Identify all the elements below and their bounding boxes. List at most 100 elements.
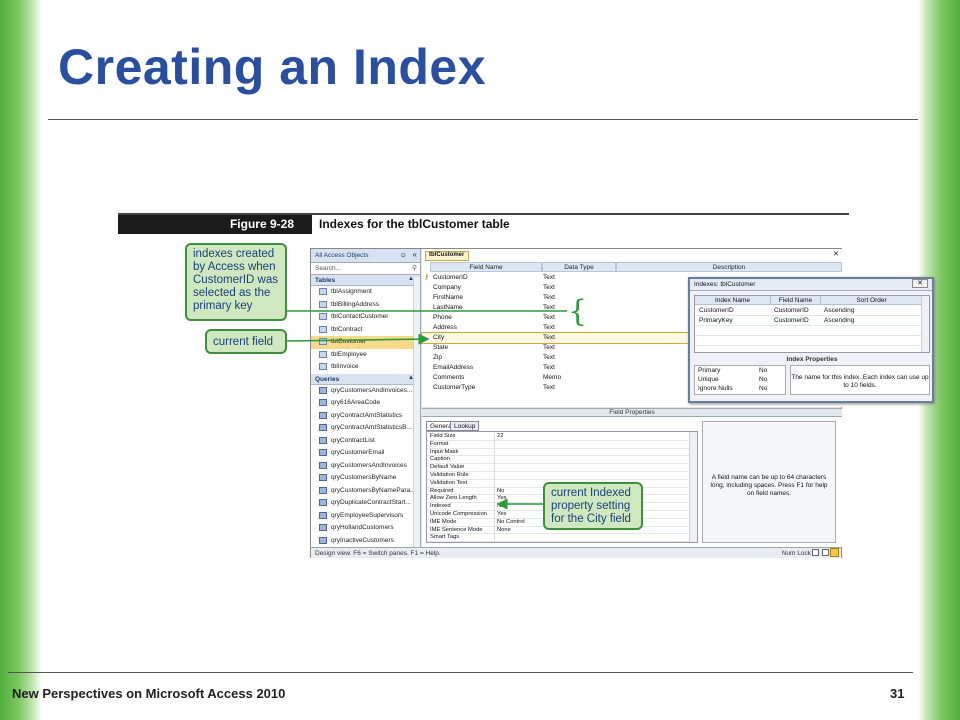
table-icon [319, 300, 327, 308]
property-row[interactable]: Validation Rule [427, 472, 689, 480]
collapse-pane-icon[interactable]: « [412, 250, 417, 259]
property-row[interactable]: Caption [427, 456, 689, 465]
query-icon [319, 436, 327, 444]
table-icon [319, 288, 327, 295]
query-icon [319, 536, 327, 544]
nav-item-query[interactable]: qryEmployeeSupervisors [311, 510, 420, 523]
close-icon[interactable]: ✕ [912, 279, 928, 288]
column-header-field-name: Field Name [771, 296, 821, 305]
nav-item-table[interactable]: tblAssignment [311, 286, 420, 299]
callout-indexes: indexes created by Access when CustomerI… [185, 243, 287, 321]
tables-group-label: Tables [315, 277, 336, 284]
tables-group-header[interactable]: Tables ▲ [311, 275, 420, 286]
index-properties-help: The name for this index. Each index can … [790, 365, 930, 395]
callout-indexed-property: current Indexed property setting for the… [543, 482, 643, 530]
collapse-group-icon[interactable]: ▲ [408, 276, 414, 282]
table-icon [319, 350, 327, 358]
tab-lookup[interactable]: Lookup [450, 421, 480, 431]
nav-pane-header[interactable]: All Access Objects ⊙ « [311, 249, 420, 263]
column-header-sort-order: Sort Order [821, 296, 923, 305]
index-row-empty[interactable] [695, 336, 923, 346]
pivot-view-icon[interactable] [822, 549, 829, 556]
nav-item-query[interactable]: qryCustomersAndInvoices [311, 460, 420, 473]
nav-item-query[interactable]: qryCustomersByNamePara... [311, 485, 420, 498]
query-icon [319, 386, 327, 394]
nav-scrollbar[interactable] [413, 277, 420, 547]
nav-item-query[interactable]: qryCustomersByName [311, 472, 420, 485]
primary-key-icon: ⚷ [424, 274, 430, 281]
title-divider [48, 119, 918, 120]
nav-item-query[interactable]: qryContractAmtStatisticsB... [311, 422, 420, 435]
callout-current-field: current field [205, 329, 287, 354]
nav-item-table[interactable]: tblContract [311, 324, 420, 337]
query-icon [319, 499, 327, 506]
nav-item-query[interactable]: qryContractAmtStatistics [311, 410, 420, 423]
queries-group-header[interactable]: Queries ▲ [311, 373, 420, 385]
column-header-index-name: Index Name [695, 296, 771, 305]
indexes-grid: Index Name Field Name Sort Order Custome… [694, 295, 930, 353]
field-properties-help: A field name can be up to 64 characters … [702, 421, 836, 543]
query-icon [319, 461, 327, 469]
indexes-dialog: Indexes: tblCustomer ✕ Index Name Field … [688, 277, 934, 403]
page-number: 31 [890, 686, 905, 701]
datasheet-view-icon[interactable] [812, 549, 819, 556]
chevron-down-icon[interactable]: ⊙ [400, 252, 406, 259]
query-icon [319, 474, 327, 481]
indexes-dialog-title: Indexes: tblCustomer [694, 281, 756, 288]
nav-item-query[interactable]: qryContractList [311, 435, 420, 448]
nav-item-table-selected[interactable]: tblCustomer [311, 336, 420, 349]
close-icon[interactable]: ✕ [833, 251, 839, 258]
indexes-dialog-titlebar[interactable]: Indexes: tblCustomer ✕ [690, 279, 932, 291]
nav-item-table[interactable]: tblContactCustomer [311, 311, 420, 324]
nav-item-table[interactable]: tblBillingAddress [311, 299, 420, 312]
design-view-icon[interactable] [830, 548, 839, 557]
nav-item-query[interactable]: qry616AreaCode [311, 397, 420, 410]
query-icon [319, 524, 327, 531]
property-row[interactable]: Smart Tags [427, 534, 689, 543]
nav-item-query[interactable]: qryCustomersAndInvoices... [311, 385, 420, 398]
query-icon [319, 424, 327, 431]
nav-search-box[interactable]: Search... ⚲ [311, 263, 420, 275]
figure-caption: Indexes for the tblCustomer table [319, 217, 510, 231]
nav-item-query[interactable]: qryInactiveCustomers [311, 535, 420, 548]
collapse-group-icon[interactable]: ▲ [408, 374, 414, 381]
nav-item-query[interactable]: qryHollandCustomers [311, 522, 420, 535]
properties-scrollbar[interactable] [689, 432, 697, 542]
indexes-scrollbar[interactable] [921, 296, 929, 352]
nav-item-table[interactable]: tblEmployee [311, 349, 420, 362]
nav-item-query[interactable]: qryDuplicateContractStart... [311, 497, 420, 510]
column-header-data-type: Data Type [542, 262, 616, 272]
property-row[interactable]: Format [427, 440, 689, 449]
nav-item-table[interactable]: tblInvoice [311, 361, 420, 374]
property-row[interactable]: Default Value [427, 464, 689, 472]
search-icon[interactable]: ⚲ [411, 265, 417, 272]
nav-item-query[interactable]: qryCustomerEmail [311, 447, 420, 460]
index-row-empty[interactable] [695, 326, 923, 336]
query-list: qryCustomersAndInvoices... qry616AreaCod… [311, 385, 420, 548]
navigation-pane: All Access Objects ⊙ « Search... ⚲ Table… [311, 249, 421, 547]
property-row[interactable]: Input Mask [427, 448, 689, 457]
document-tab[interactable]: tblCustomer [425, 251, 469, 261]
slide-title: Creating an Index [58, 39, 487, 95]
nav-search-placeholder: Search... [315, 265, 342, 272]
